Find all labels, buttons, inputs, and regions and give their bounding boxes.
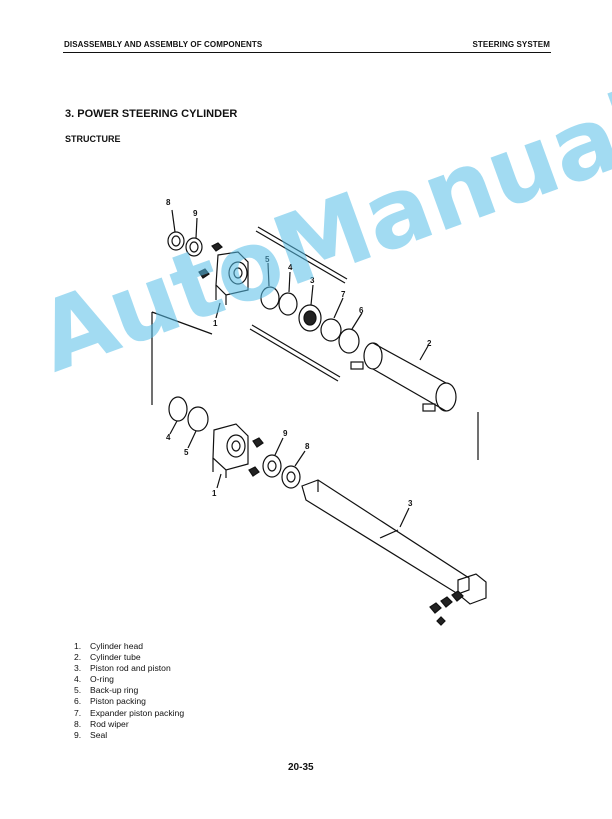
piston-packing <box>338 312 363 354</box>
legend-item: 1.Cylinder head <box>74 641 144 651</box>
o-ring-bottom <box>168 396 188 435</box>
callout-4-bottom: 4 <box>166 433 171 442</box>
callout-1-top: 1 <box>213 319 218 328</box>
callout-7-top: 7 <box>341 290 346 299</box>
callout-5-top: 5 <box>265 255 270 264</box>
callout-8-top: 8 <box>166 198 171 207</box>
cylinder-head-bottom <box>212 423 249 489</box>
rod-wiper-bottom <box>281 450 306 489</box>
callout-5-bottom: 5 <box>184 448 189 457</box>
callout-8-bottom: 8 <box>305 442 310 451</box>
callout-4-top: 4 <box>288 263 293 272</box>
callout-6-top: 6 <box>359 306 364 315</box>
legend-item: 3.Piston rod and piston <box>74 663 171 674</box>
header-left: DISASSEMBLY AND ASSEMBLY OF COMPONENTS <box>64 40 263 49</box>
legend-item: 4.O-ring <box>74 674 114 685</box>
seal-top <box>185 217 203 257</box>
section-title: 3. POWER STEERING CYLINDER <box>65 108 238 120</box>
o-ring-top <box>278 271 298 316</box>
piston-assembly <box>298 284 322 332</box>
rod-wiper-top <box>167 209 185 251</box>
header-rule <box>63 52 551 53</box>
expander-piston-packing <box>320 297 344 342</box>
structure-subtitle: STRUCTURE <box>65 134 121 144</box>
page-header: DISASSEMBLY AND ASSEMBLY OF COMPONENTS S… <box>64 40 550 49</box>
page-number: 20-35 <box>288 762 314 773</box>
legend-item: 6.Piston packing <box>74 696 146 707</box>
legend-item: 5.Back-up ring <box>74 685 139 696</box>
parts-legend: 1.Cylinder head 2.Cylinder tube 3.Piston… <box>74 641 184 741</box>
header-right: STEERING SYSTEM <box>472 40 550 49</box>
legend-item: 7.Expander piston packing <box>74 707 185 718</box>
callout-9-top: 9 <box>193 209 198 218</box>
callout-2: 2 <box>427 339 432 348</box>
legend-item: 9.Seal <box>74 729 108 740</box>
cylinder-tube <box>350 342 457 412</box>
callout-3-bottom: 3 <box>408 499 413 508</box>
seal-bottom <box>262 437 284 478</box>
cylinder-head-top <box>215 251 249 319</box>
legend-item: 8.Rod wiper <box>74 718 129 729</box>
piston-rod <box>301 479 487 605</box>
callout-9-bottom: 9 <box>283 429 288 438</box>
callout-1-bottom: 1 <box>212 489 217 498</box>
legend-item: 2.Cylinder tube <box>74 652 141 663</box>
back-up-ring-bottom <box>187 406 209 449</box>
back-up-ring-top <box>260 262 280 310</box>
callout-3-top: 3 <box>310 276 315 285</box>
